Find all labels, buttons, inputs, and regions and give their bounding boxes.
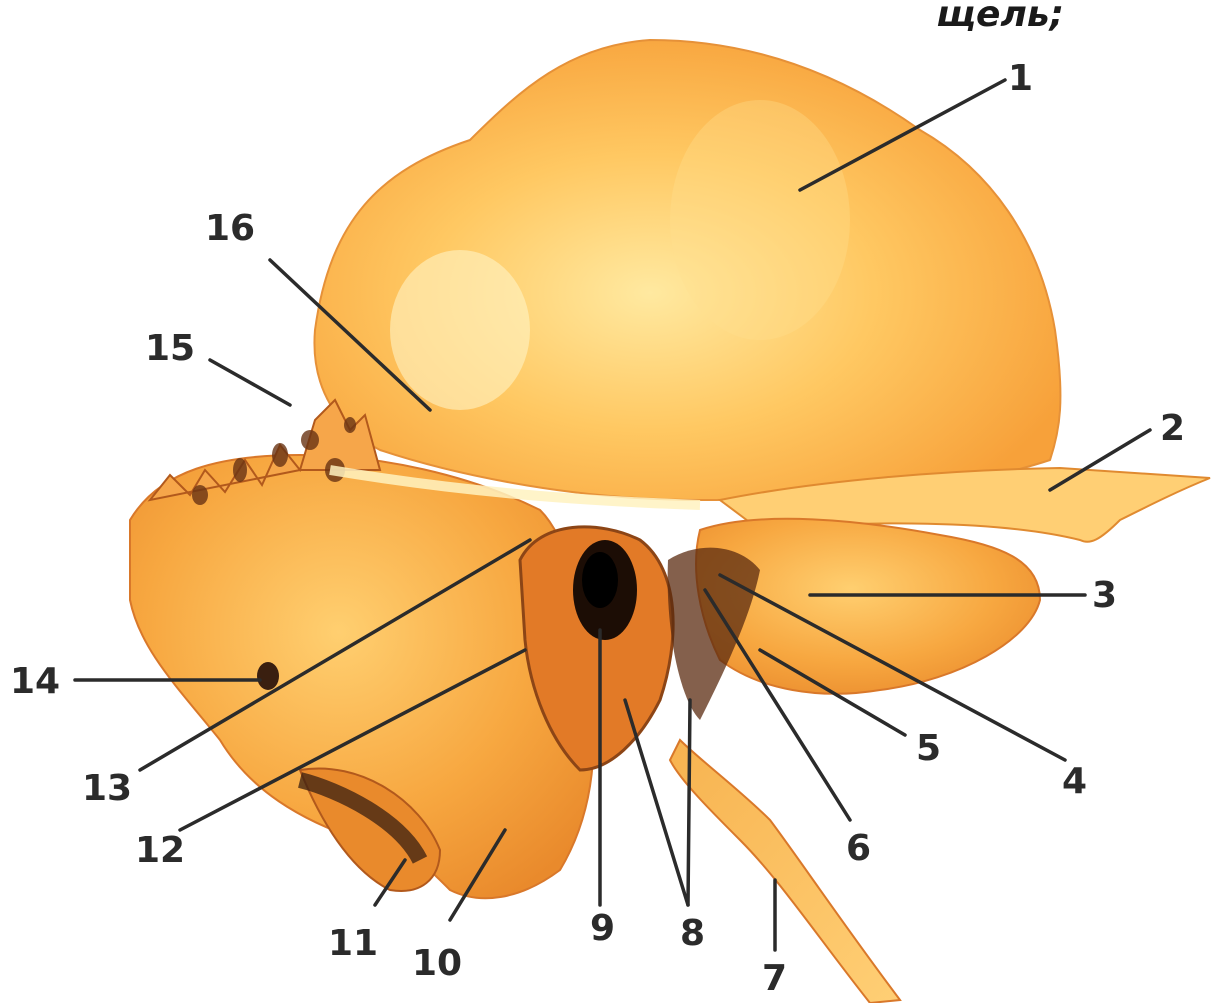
label-3: 3 [1092,575,1117,616]
label-16: 16 [205,208,255,249]
label-10: 10 [412,943,462,984]
label-4: 4 [1062,761,1087,802]
label-8: 8 [680,913,705,954]
mastoid-foramen [257,662,279,690]
caption-fragment: щель; [936,0,1064,35]
leader-8a [625,700,688,905]
label-6: 6 [846,828,871,869]
label-5: 5 [916,728,941,769]
label-7: 7 [762,958,787,999]
label-15: 15 [145,328,195,369]
label-13: 13 [82,768,132,809]
label-1: 1 [1008,58,1033,99]
label-11: 11 [328,923,378,964]
leader-8b [688,700,690,905]
label-14: 14 [10,661,60,702]
leader-15 [210,360,290,405]
label-9: 9 [590,908,615,949]
label-12: 12 [135,830,185,871]
label-2: 2 [1160,408,1185,449]
